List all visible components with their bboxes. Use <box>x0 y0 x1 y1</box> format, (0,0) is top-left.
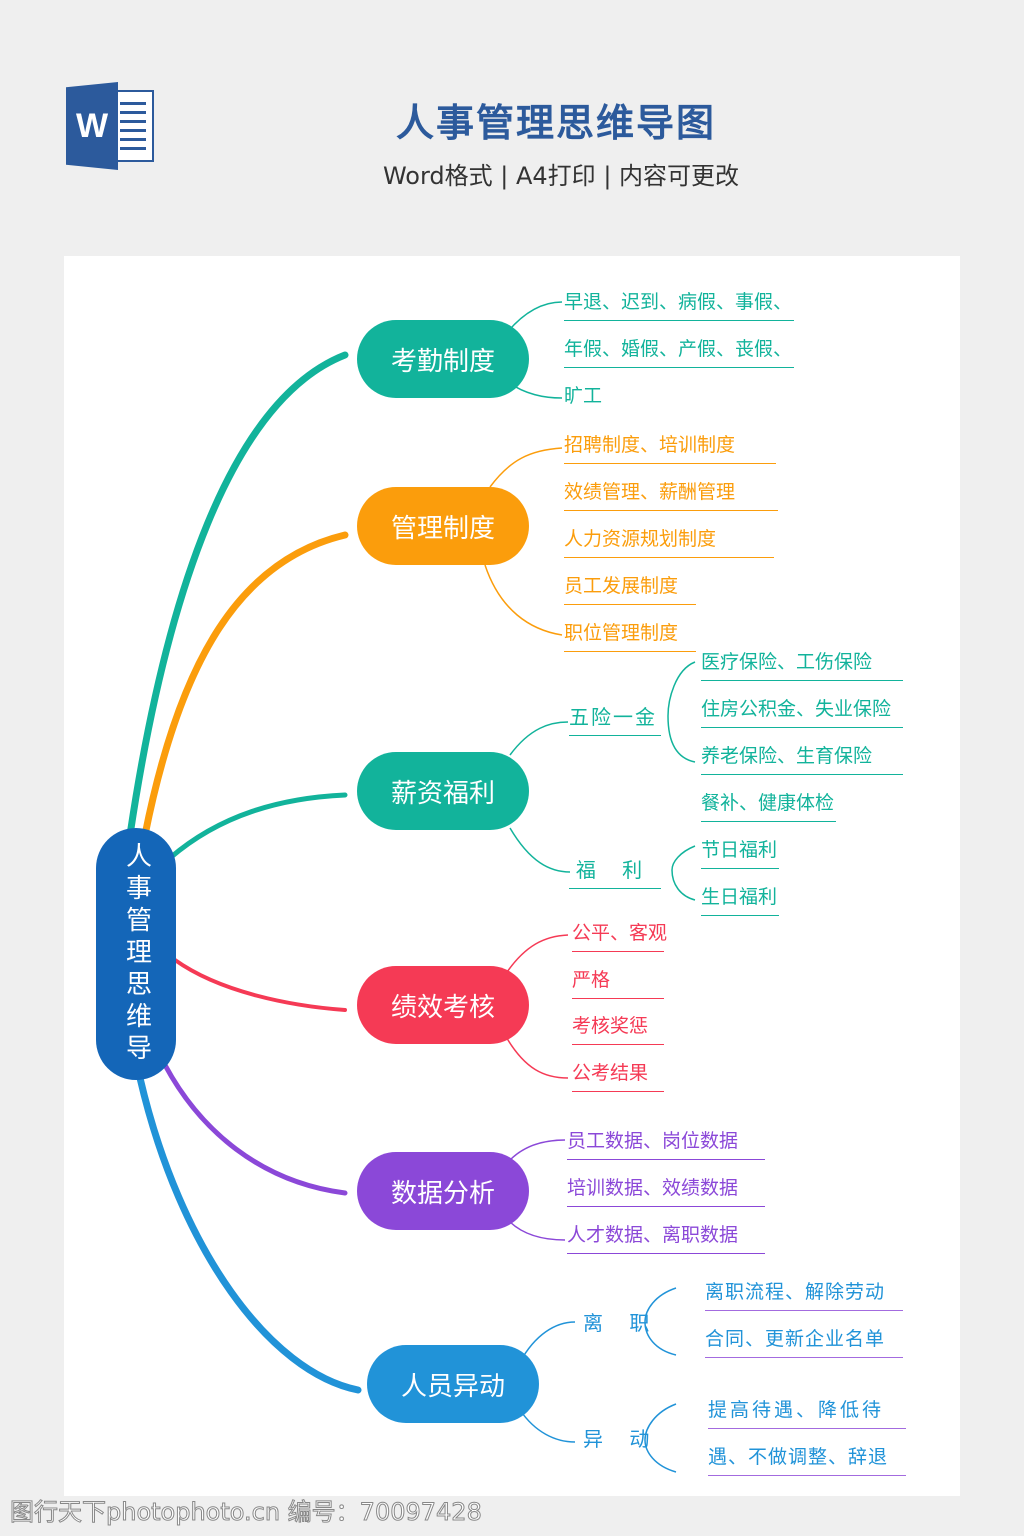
branch-data-analysis[interactable]: 数据分析 <box>357 1152 529 1230</box>
branch-personnel-change[interactable]: 人员异动 <box>367 1345 539 1423</box>
connector <box>509 1221 566 1241</box>
branch-management[interactable]: 管理制度 <box>357 487 529 565</box>
leaf: 员工发展制度 <box>564 574 696 605</box>
leaf: 提高待遇、降低待 <box>708 1398 906 1429</box>
connector <box>644 1287 677 1356</box>
leaf: 医疗保险、工伤保险 <box>701 650 903 681</box>
leaf: 旷工 <box>564 385 603 407</box>
leaf: 效绩管理、薪酬管理 <box>564 480 778 511</box>
leaf: 招聘制度、培训制度 <box>564 433 776 464</box>
branch-performance[interactable]: 绩效考核 <box>357 966 529 1044</box>
connector <box>504 1034 569 1079</box>
leaf: 公考结果 <box>572 1061 664 1092</box>
sub-topic-transfer[interactable]: 异 动 <box>583 1427 660 1451</box>
connector <box>509 721 569 756</box>
leaf: 公平、客观 <box>572 921 667 952</box>
leaf: 早退、迟到、病假、事假、 <box>564 290 795 321</box>
leaf: 餐补、健康体检 <box>701 791 837 822</box>
page-title: 人事管理思维导图 <box>395 101 716 145</box>
branch-line-data <box>162 1062 348 1196</box>
leaf: 人才数据、离职数据 <box>567 1223 765 1254</box>
page-subtitle: Word格式 | A4打印 | 内容可更改 <box>382 162 740 190</box>
leaf: 遇、不做调整、辞退 <box>708 1445 906 1476</box>
connector <box>509 827 571 873</box>
leaf: 培训数据、效绩数据 <box>567 1176 765 1207</box>
branch-line-change <box>136 1074 362 1394</box>
document-sheet <box>64 256 960 1496</box>
sub-topic-welfare[interactable]: 福 利 <box>569 858 661 889</box>
branch-line-attendance <box>126 351 349 839</box>
branch-line-salary <box>167 792 348 861</box>
central-topic[interactable]: 人事管理思维导 <box>96 828 176 1080</box>
connector <box>671 845 696 901</box>
branch-attendance[interactable]: 考勤制度 <box>357 320 529 398</box>
connector <box>667 661 696 763</box>
connector <box>484 564 563 636</box>
connector <box>644 1403 677 1473</box>
connector <box>519 1409 576 1443</box>
leaf: 严格 <box>572 968 664 999</box>
leaf: 职位管理制度 <box>564 621 696 652</box>
leaf: 生日福利 <box>701 885 780 916</box>
connector <box>504 934 569 976</box>
sub-topic-resignation[interactable]: 离 职 <box>583 1311 660 1335</box>
leaf: 住房公积金、失业保险 <box>701 697 903 728</box>
leaf: 离职流程、解除劳动 <box>705 1280 903 1311</box>
leaf: 人力资源规划制度 <box>564 527 774 558</box>
watermark: 图行天下photophoto.cn 编号：70097428 <box>10 1498 483 1527</box>
logo-letter: W <box>66 82 118 170</box>
leaf: 节日福利 <box>701 838 780 869</box>
connector <box>509 1139 566 1161</box>
branch-line-management <box>141 531 349 839</box>
leaf: 考核奖惩 <box>572 1014 664 1045</box>
connector <box>489 447 563 488</box>
leaf: 员工数据、岗位数据 <box>567 1129 765 1160</box>
connector <box>519 1321 576 1363</box>
word-logo-icon: W <box>64 82 156 170</box>
leaf: 合同、更新企业名单 <box>705 1327 903 1358</box>
leaf: 年假、婚假、产假、丧假、 <box>564 337 795 368</box>
leaf: 养老保险、生育保险 <box>701 744 903 775</box>
sub-topic-insurance[interactable]: 五险一金 <box>569 705 661 736</box>
branch-salary-benefits[interactable]: 薪资福利 <box>357 752 529 830</box>
branch-line-performance <box>173 958 347 1012</box>
